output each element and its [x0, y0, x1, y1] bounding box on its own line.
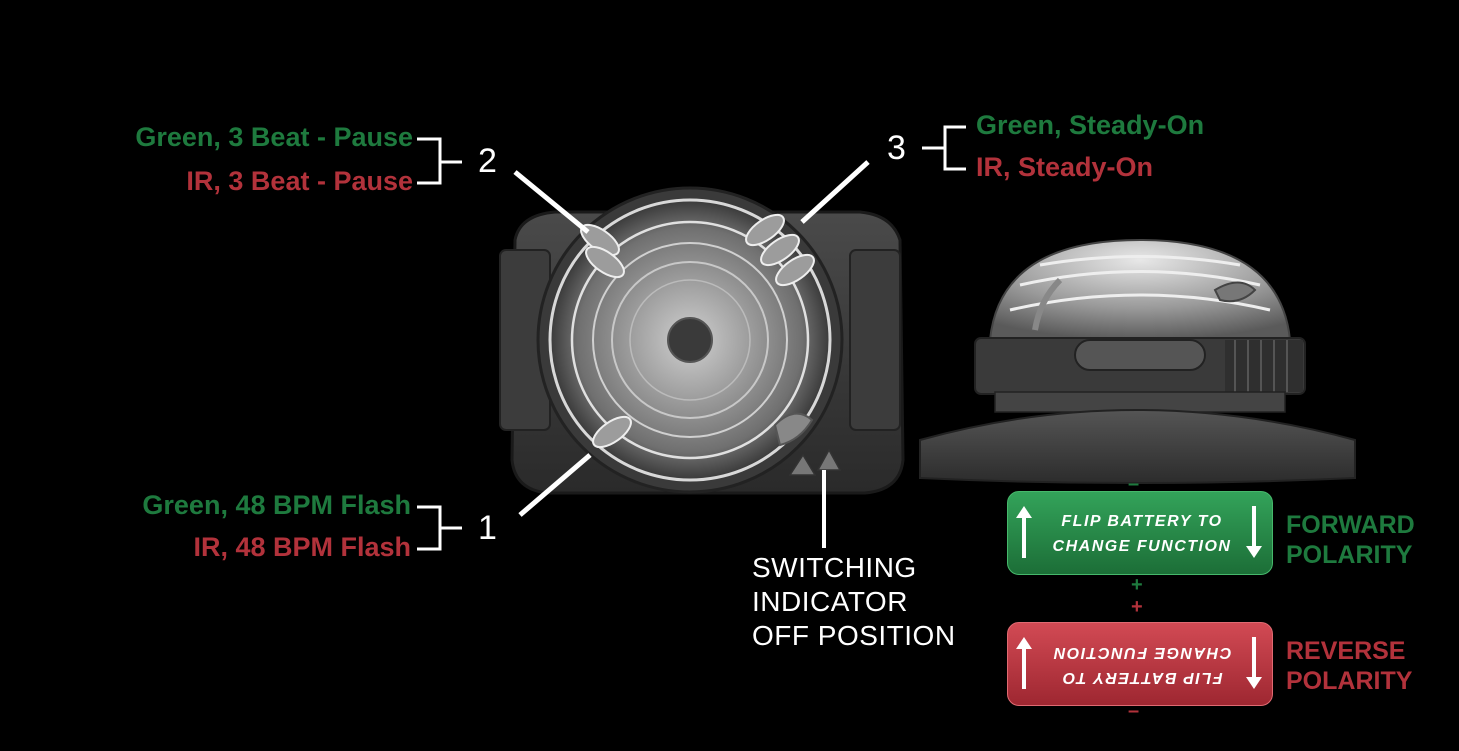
up-arrow-icon [1016, 506, 1032, 558]
reverse-battery-text: FLIP BATTERY TO CHANGE FUNCTION [1042, 640, 1242, 690]
switching-line-1: SWITCHING [752, 552, 917, 583]
reverse-polarity-line-2: POLARITY [1286, 667, 1413, 695]
reverse-line-1: FLIP BATTERY TO [1061, 669, 1223, 686]
up-arrow-icon [1016, 637, 1032, 689]
down-arrow-icon [1246, 637, 1262, 689]
switching-line-3: OFF POSITION [752, 620, 956, 651]
switching-indicator-icon [773, 412, 842, 476]
top-view-device [499, 186, 905, 495]
forward-battery: FLIP BATTERY TO CHANGE FUNCTION [1007, 491, 1273, 575]
reverse-line-2: CHANGE FUNCTION [1052, 644, 1232, 661]
led-position-3 [745, 213, 815, 287]
forward-line-1: FLIP BATTERY TO [1061, 513, 1223, 530]
down-arrow-icon [1246, 506, 1262, 558]
position-2-green-label: Green, 3 Beat - Pause [135, 122, 413, 152]
reverse-bottom-sign: – [1128, 700, 1140, 722]
reverse-battery: FLIP BATTERY TO CHANGE FUNCTION [1007, 622, 1273, 706]
position-3-ir-label: IR, Steady-On [976, 152, 1154, 182]
reverse-polarity-label: REVERSE POLARITY [1286, 636, 1412, 696]
position-1-green-label: Green, 48 BPM Flash [142, 490, 411, 520]
forward-polarity-line-1: FORWARD [1286, 511, 1415, 539]
position-1-ir-label: IR, 48 BPM Flash [193, 532, 411, 562]
position-1-number: 1 [478, 509, 497, 547]
forward-line-2: CHANGE FUNCTION [1052, 538, 1232, 555]
led-position-1 [592, 415, 632, 449]
forward-battery-text: FLIP BATTERY TO CHANGE FUNCTION [1042, 509, 1242, 559]
callout-lines [417, 125, 966, 551]
position-3-number: 3 [887, 129, 906, 167]
reverse-polarity-line-1: REVERSE [1286, 637, 1406, 665]
switching-line-2: INDICATOR [752, 586, 908, 617]
position-2-ir-label: IR, 3 Beat - Pause [186, 166, 413, 196]
reverse-top-sign: + [1131, 596, 1143, 618]
position-3-green-label: Green, Steady-On [976, 110, 1205, 140]
forward-bottom-sign: + [1131, 574, 1143, 596]
side-view-device [919, 238, 1356, 484]
switching-indicator-label: SWITCHING INDICATOR OFF POSITION [752, 551, 956, 653]
position-2-number: 2 [478, 142, 497, 180]
forward-polarity-line-2: POLARITY [1286, 541, 1413, 569]
forward-top-sign: – [1128, 473, 1140, 495]
forward-polarity-label: FORWARD POLARITY [1286, 510, 1415, 570]
